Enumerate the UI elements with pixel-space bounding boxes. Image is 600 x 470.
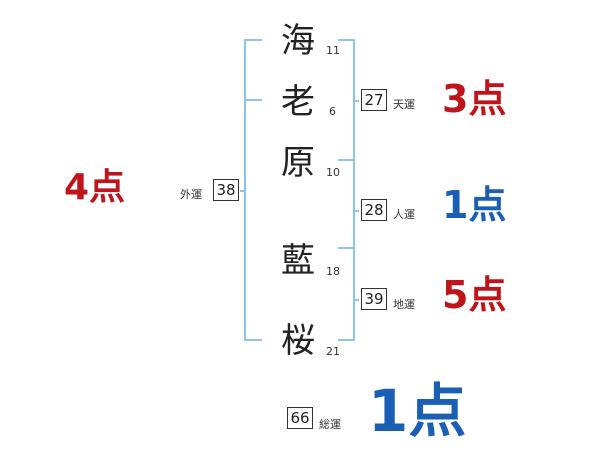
outer-bracket <box>244 39 262 341</box>
name-char-2: 老 <box>281 82 315 122</box>
souun-score: 1点 <box>368 377 467 445</box>
stroke-count-4: 18 <box>326 265 340 278</box>
jinun-value-box: 28 <box>361 199 387 221</box>
name-char-4: 藍 <box>281 241 315 281</box>
gaiun-value-box: 38 <box>213 179 239 201</box>
tenun-score: 3点 <box>442 77 507 121</box>
jinun-label: 人運 <box>393 208 415 221</box>
jinun-bracket <box>338 159 355 249</box>
stroke-count-1: 11 <box>326 44 340 57</box>
stroke-count-5: 21 <box>326 345 340 358</box>
chiun-value-box: 39 <box>361 288 387 310</box>
chiun-score: 5点 <box>442 273 507 317</box>
stroke-count-2: 6 <box>329 105 336 118</box>
name-char-1: 海 <box>281 21 315 61</box>
souun-value-box: 66 <box>287 407 313 429</box>
gaiun-score: 4点 <box>64 167 126 208</box>
tenun-bracket <box>338 39 355 161</box>
tenun-label: 天運 <box>393 98 415 111</box>
name-char-5: 桜 <box>281 321 315 361</box>
tenun-value-box: 27 <box>361 89 387 111</box>
stroke-count-3: 10 <box>326 166 340 179</box>
souun-label: 総運 <box>319 418 341 431</box>
name-char-3: 原 <box>281 143 315 183</box>
chiun-label: 地運 <box>393 298 415 311</box>
gaiun-label: 外運 <box>180 188 202 201</box>
jinun-score: 1点 <box>442 183 507 227</box>
chiun-bracket <box>338 247 355 341</box>
